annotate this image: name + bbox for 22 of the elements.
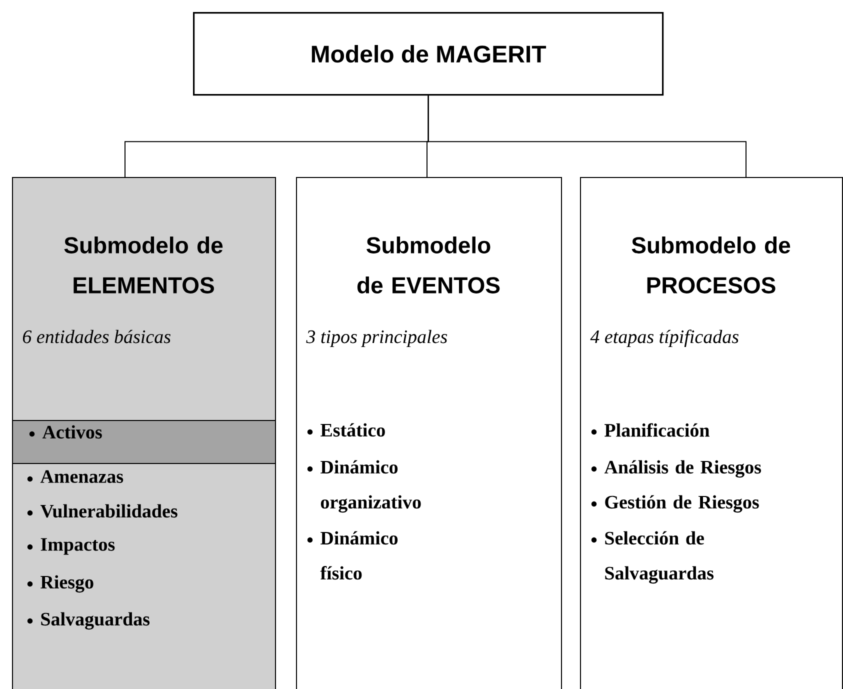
column-heading: Submodelo de EVENTOS [357,236,500,294]
list-item: Dinámico organizativo [320,460,421,513]
connector [428,95,746,178]
subtitle: 4 etapas típificadas [590,330,738,348]
list-item: Vulnerabilidades [40,504,178,518]
title-box: Modelo de MAGERIT [193,12,664,96]
list-item: Estático [320,423,385,437]
column-heading: Submodelo de PROCESOS [632,236,790,294]
highlight-band [12,420,276,464]
column-heading: Submodelo de ELEMENTOS [64,236,223,294]
list-item: Riesgo [40,575,94,593]
list-item: Dinámico físico [320,531,398,580]
subtitle: 6 entidades básicas [22,330,170,344]
list-item: Salvaguardas [41,612,150,630]
list-item: Impactos [40,538,115,555]
list-item: Análisis de Riesgos [604,460,762,478]
list-item: Selección de Salvaguardas [605,531,714,584]
list-item: Activos [42,425,102,439]
list-item: Gestión de Riesgos [605,495,759,513]
list-item: Amenazas [40,470,124,483]
subtitle: 3 tipos principales [306,330,448,348]
list-item: Planificación [604,423,710,437]
